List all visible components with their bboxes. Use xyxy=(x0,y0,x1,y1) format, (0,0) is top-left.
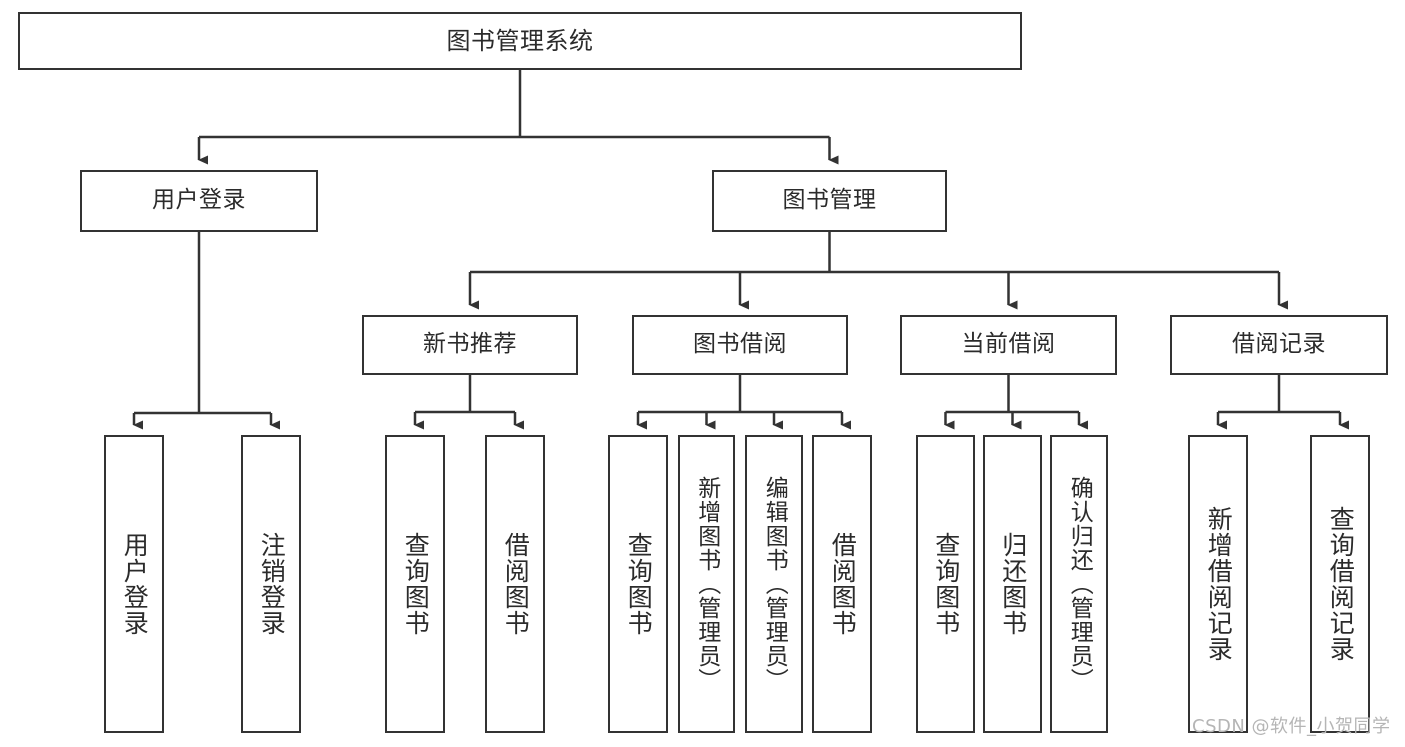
node-book-borrowing[interactable]: 图书借阅 xyxy=(632,315,848,375)
leaf-borrow-add-book-admin[interactable]: 新增图书（管理员） xyxy=(678,435,735,733)
node-current-borrowing[interactable]: 当前借阅 xyxy=(900,315,1117,375)
node-user-login[interactable]: 用户登录 xyxy=(80,170,318,232)
node-book-management-label: 图书管理 xyxy=(782,187,877,214)
leaf-add-borrow-record-label: 新增借阅记录 xyxy=(1204,506,1234,662)
node-current-borrowing-label: 当前借阅 xyxy=(961,331,1056,358)
node-root[interactable]: 图书管理系统 xyxy=(18,12,1022,70)
leaf-current-confirm-return-admin[interactable]: 确认归还（管理员） xyxy=(1050,435,1108,733)
leaf-recommend-query-book[interactable]: 查询图书 xyxy=(385,435,445,733)
watermark: CSDN @软件_小贺同学 xyxy=(1192,716,1391,737)
leaf-query-borrow-record-label: 查询借阅记录 xyxy=(1326,506,1356,662)
leaf-logout[interactable]: 注销登录 xyxy=(241,435,301,733)
leaf-current-return-book[interactable]: 归还图书 xyxy=(983,435,1042,733)
leaf-current-query-book[interactable]: 查询图书 xyxy=(916,435,975,733)
leaf-current-confirm-return-admin-label: 确认归还（管理员） xyxy=(1066,476,1093,692)
node-borrowing-record[interactable]: 借阅记录 xyxy=(1170,315,1388,375)
leaf-add-borrow-record[interactable]: 新增借阅记录 xyxy=(1188,435,1248,733)
leaf-user-login-label: 用户登录 xyxy=(120,532,150,636)
leaf-recommend-query-book-label: 查询图书 xyxy=(401,532,431,636)
node-book-management[interactable]: 图书管理 xyxy=(712,170,947,232)
leaf-borrow-add-book-admin-label: 新增图书（管理员） xyxy=(693,476,720,692)
node-new-book-recommendation-label: 新书推荐 xyxy=(423,331,517,358)
leaf-query-borrow-record[interactable]: 查询借阅记录 xyxy=(1310,435,1370,733)
node-new-book-recommendation[interactable]: 新书推荐 xyxy=(362,315,578,375)
node-user-login-label: 用户登录 xyxy=(152,187,246,214)
leaf-current-return-book-label: 归还图书 xyxy=(998,532,1028,636)
leaf-user-login[interactable]: 用户登录 xyxy=(104,435,164,733)
leaf-recommend-borrow-book[interactable]: 借阅图书 xyxy=(485,435,545,733)
leaf-logout-label: 注销登录 xyxy=(257,532,287,636)
node-root-label: 图书管理系统 xyxy=(446,26,594,55)
leaf-current-query-book-label: 查询图书 xyxy=(931,532,961,636)
leaf-borrow-query-book[interactable]: 查询图书 xyxy=(608,435,668,733)
leaf-borrow-edit-book-admin[interactable]: 编辑图书（管理员） xyxy=(745,435,803,733)
leaf-borrow-take-book[interactable]: 借阅图书 xyxy=(812,435,872,733)
leaf-borrow-edit-book-admin-label: 编辑图书（管理员） xyxy=(761,476,788,692)
node-borrowing-record-label: 借阅记录 xyxy=(1232,331,1326,358)
leaf-borrow-query-book-label: 查询图书 xyxy=(624,532,654,636)
leaf-recommend-borrow-book-label: 借阅图书 xyxy=(501,532,531,636)
leaf-borrow-take-book-label: 借阅图书 xyxy=(828,532,858,636)
node-book-borrowing-label: 图书借阅 xyxy=(693,331,787,358)
